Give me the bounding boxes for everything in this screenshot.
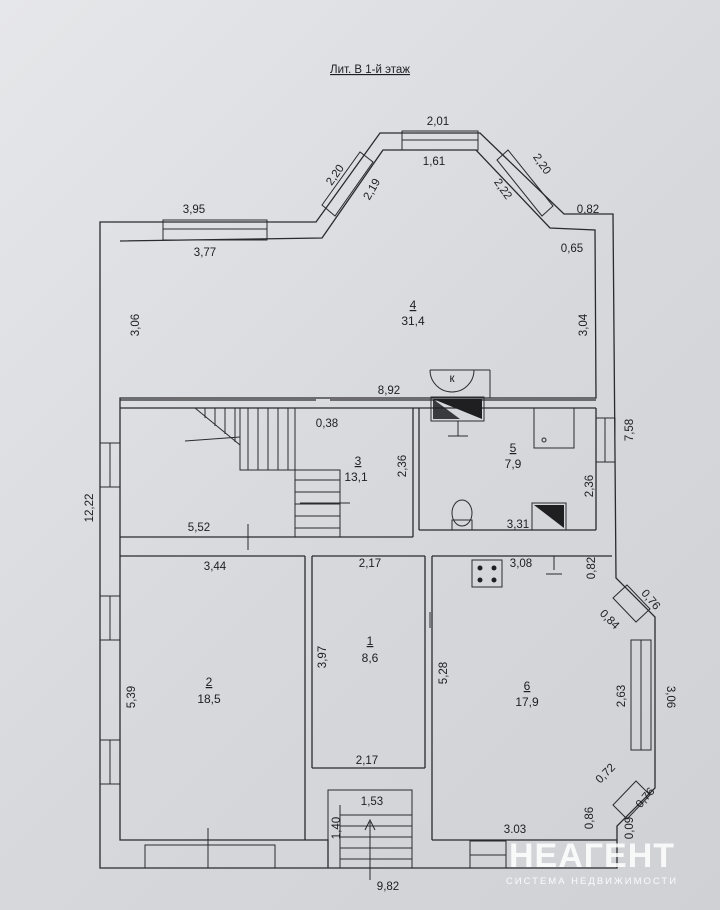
dim-room2-top: 3,44 <box>204 561 227 573</box>
dim-bay2-top-inner: 0,84 <box>597 608 622 633</box>
dim-bay2-bottom-inner: 0,72 <box>594 762 618 786</box>
boiler-label: к <box>449 373 455 385</box>
room-4-area: 31,4 <box>401 314 425 328</box>
room-2-number: 2 <box>206 675 213 689</box>
dim-right-outer: 7,58 <box>624 419 636 441</box>
dim-bay-top-inner: 1,61 <box>423 156 445 168</box>
room-6-area: 17,9 <box>515 695 539 709</box>
dim-room6-top: 3,08 <box>510 558 532 570</box>
dim-room1-height: 3,97 <box>317 646 329 668</box>
windows <box>99 130 652 869</box>
dim-room6-top-right: 0,82 <box>586 557 598 579</box>
watermark-brand: НЕАГЕНТ <box>509 837 675 875</box>
room-4-number: 4 <box>410 298 417 312</box>
dim-room3-width: 5,52 <box>188 522 210 534</box>
interior-walls <box>120 399 617 841</box>
dim-bay-top-outer: 2,01 <box>427 116 449 128</box>
dim-room4-bottom: 8,92 <box>378 385 400 397</box>
dim-room6-height: 5,28 <box>438 662 450 684</box>
watermark-tagline: СИСТЕМА НЕДВИЖИМОСТИ <box>506 876 678 887</box>
room-1-number: 1 <box>367 634 374 648</box>
dim-room5-width: 3,31 <box>507 519 529 531</box>
dim-bottom-right-inner: 0,86 <box>584 807 596 829</box>
dim-top-left-outer: 3,95 <box>183 204 205 216</box>
dim-room6-bottom: 3.03 <box>504 824 526 836</box>
dim-room3-height: 2,36 <box>397 455 409 477</box>
dim-vestibule-width: 1,53 <box>361 796 383 808</box>
room-3-number: 3 <box>355 454 362 468</box>
dim-bay2-outer: 3,06 <box>664 686 676 708</box>
room-5-number: 5 <box>510 441 517 455</box>
watermark: НЕАГЕНТ СИСТЕМА НЕДВИЖИМОСТИ <box>506 837 678 887</box>
dim-room4-left: 3,06 <box>130 314 142 336</box>
dim-bay-left-inner: 2,19 <box>362 177 384 202</box>
dim-vestibule-height: 1,40 <box>331 817 343 839</box>
outer-walls <box>99 132 656 869</box>
room-5-area: 7,9 <box>505 457 522 471</box>
room-6-number: 6 <box>524 679 531 693</box>
staircase <box>184 407 350 537</box>
dim-bottom-right-outer: 0,09 <box>624 817 636 839</box>
dim-room4-right: 3,04 <box>578 313 590 336</box>
dim-bay-right-inner: 2,22 <box>491 177 514 202</box>
room-labels: 4 31,4 3 13,1 5 7,9 2 18,5 1 8,6 6 17,9 <box>197 298 539 709</box>
dim-bottom-outer: 9,82 <box>377 881 399 893</box>
entrance-porch <box>327 789 413 880</box>
room-2-area: 18,5 <box>197 692 221 706</box>
dim-top-left-inner: 3,77 <box>194 247 216 259</box>
dim-top-right-inner: 0,65 <box>561 243 583 255</box>
dim-room2-height: 5,39 <box>126 686 138 708</box>
dim-top-right-outer: 0,82 <box>577 204 599 216</box>
dim-left-outer: 12,22 <box>84 494 96 523</box>
dim-bay-right-outer: 2,20 <box>530 152 553 177</box>
dim-bay2-inner: 2,63 <box>616 685 628 707</box>
dim-room5-height: 2,36 <box>584 475 596 497</box>
dim-stair-offset: 0,38 <box>316 418 338 430</box>
dim-room1-bottom: 2,17 <box>356 755 378 767</box>
dim-room1-top: 2,17 <box>359 558 381 570</box>
fixtures: к <box>207 369 575 868</box>
room-1-area: 8,6 <box>362 651 379 665</box>
room-3-area: 13,1 <box>344 470 368 484</box>
plan-title: Лит. В 1-й этаж <box>330 64 410 76</box>
dimension-labels: 2,01 1,61 2,20 2,19 2,20 2,22 3,95 3,77 … <box>84 116 676 893</box>
